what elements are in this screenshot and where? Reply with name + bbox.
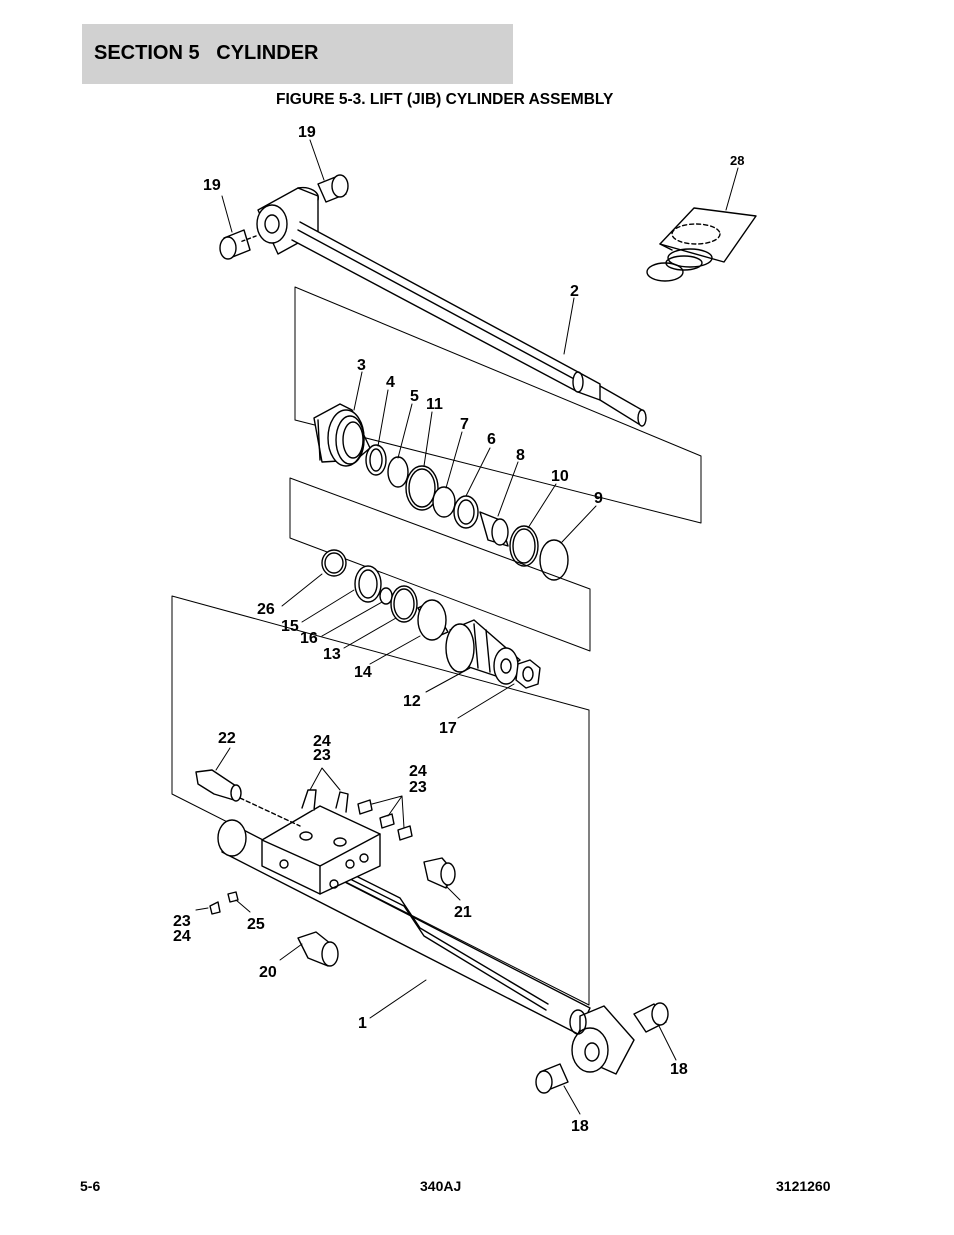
seal-11: [405, 465, 439, 511]
callout-1: 1: [358, 1015, 367, 1032]
callout-19-upper: 19: [298, 124, 316, 141]
callout-24-right: 24: [409, 763, 427, 780]
valve-22: [195, 769, 301, 827]
footer-doc-number: 3121260: [776, 1178, 831, 1194]
piston-12: [445, 619, 521, 685]
callout-26: 26: [257, 601, 275, 618]
plug-23-low: [397, 825, 413, 841]
plug-24-left: [301, 789, 317, 811]
callout-22: 22: [218, 730, 236, 747]
callout-3: 3: [357, 357, 366, 374]
callout-18-bottom: 18: [571, 1118, 589, 1135]
callout-16: 16: [300, 630, 318, 647]
callout-23-top: 23: [313, 747, 331, 764]
ring-5: [387, 456, 409, 488]
callout-6: 6: [487, 431, 496, 448]
callout-18-right: 18: [670, 1061, 688, 1078]
footer-model: 340AJ: [420, 1178, 462, 1194]
spacer-8: [479, 511, 509, 547]
cylinder-head-3: [313, 403, 371, 467]
callout-11: 11: [426, 396, 443, 413]
callout-13: 13: [323, 646, 341, 663]
seal-kit-28: [646, 207, 757, 282]
callouts: 19 19 28 2 3 4 5 11 7 6 8 10 9 26 15 16 …: [173, 124, 744, 1135]
ring-7: [432, 486, 456, 518]
ring-9: [539, 539, 569, 581]
bushing-19-lower: [219, 229, 251, 260]
figure-title: FIGURE 5-3. LIFT (JIB) CYLINDER ASSEMBLY: [276, 91, 614, 108]
valve-block: [261, 805, 381, 895]
wear-ring-14: [417, 599, 449, 641]
callout-2: 2: [570, 283, 579, 300]
callout-4: 4: [386, 374, 395, 391]
valve-21: [423, 857, 456, 889]
plug-23-top: [357, 799, 373, 815]
callout-19-lower: 19: [203, 177, 221, 194]
ring-10: [509, 525, 539, 567]
callout-28: 28: [730, 153, 744, 168]
callout-23-left: 23: [173, 913, 191, 930]
callout-24-left: 24: [173, 928, 191, 945]
callout-7: 7: [460, 416, 469, 433]
plug-23-lower-left: [209, 901, 221, 915]
leader-lines: [195, 139, 739, 1115]
callout-25: 25: [247, 916, 265, 933]
seal-13: [390, 585, 418, 623]
section-header: SECTION 5 CYLINDER: [94, 42, 319, 64]
footer-page-number: 5-6: [80, 1178, 101, 1194]
piston-group-bracket: [289, 477, 591, 652]
callout-10: 10: [551, 468, 569, 485]
nut-17: [515, 659, 541, 689]
bushing-18-lower: [535, 1063, 569, 1094]
plug-23-mid: [379, 813, 395, 829]
callout-8: 8: [516, 447, 525, 464]
sensor-20: [297, 931, 339, 967]
rod-assembly: [219, 174, 647, 427]
callout-14: 14: [354, 664, 372, 681]
orifice-25: [227, 891, 239, 903]
callout-20: 20: [259, 964, 277, 981]
section-header-band: [82, 24, 513, 84]
callout-24-top: 24: [313, 733, 331, 750]
bushing-19-upper: [317, 174, 349, 203]
bushing-18-upper: [633, 1002, 669, 1033]
callout-23-right: 23: [409, 779, 427, 796]
head-group-bracket: [294, 286, 702, 524]
callout-21: 21: [454, 904, 472, 921]
plug-24-right: [335, 791, 349, 813]
barrel-group-bracket: [171, 595, 590, 1006]
callout-15: 15: [281, 618, 299, 635]
callout-17: 17: [439, 720, 457, 737]
callout-5: 5: [410, 388, 419, 405]
callout-9: 9: [594, 490, 603, 507]
callout-12: 12: [403, 693, 421, 710]
